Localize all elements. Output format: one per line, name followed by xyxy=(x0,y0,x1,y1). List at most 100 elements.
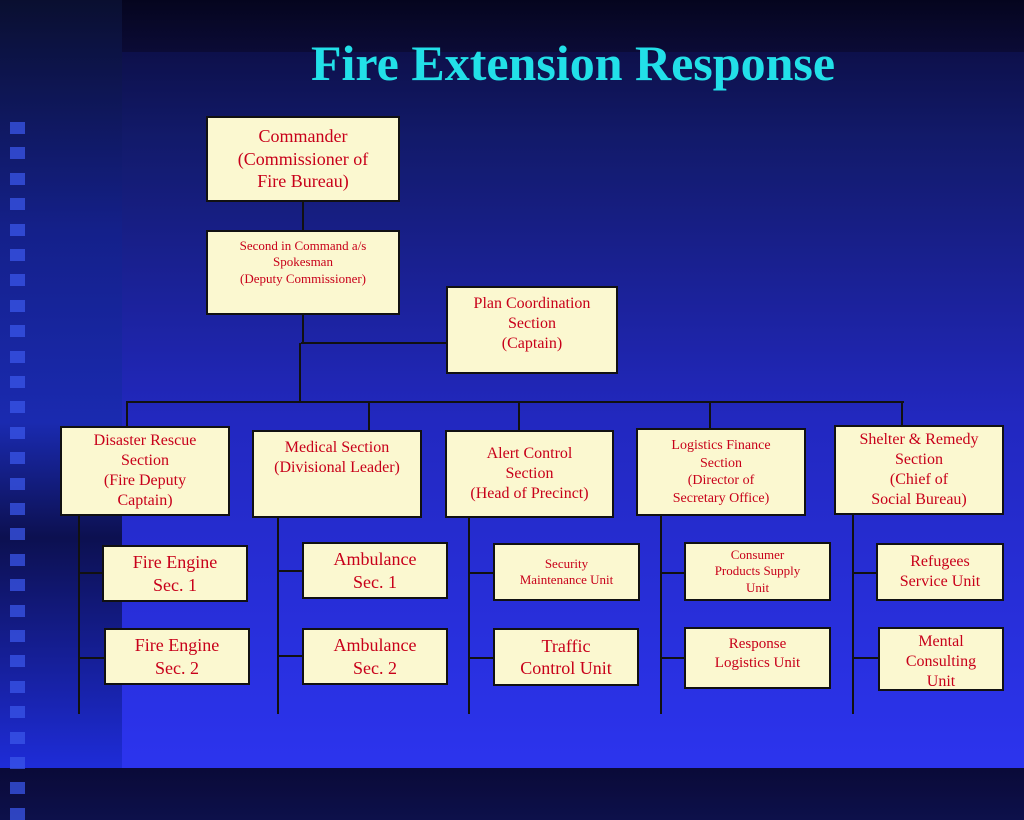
unit-line: Sec. 1 xyxy=(353,571,397,592)
commander-line-3: Fire Bureau) xyxy=(257,171,349,192)
unit-line: Consulting xyxy=(905,653,977,670)
decorative-square xyxy=(10,528,25,541)
unit-line: Mental xyxy=(918,633,964,650)
line-trunk xyxy=(302,314,304,344)
section-label-line: Section xyxy=(505,465,554,482)
spine-shelter xyxy=(852,513,854,714)
tick-shelter-1 xyxy=(852,572,878,574)
second-line-2: Spokesman xyxy=(273,254,333,270)
section-label-line: (Divisional Leader) xyxy=(274,459,400,476)
spine-medical xyxy=(277,516,279,714)
decorative-square xyxy=(10,706,25,719)
unit-line: Sec. 2 xyxy=(154,657,199,678)
tick-rescue-1 xyxy=(78,572,104,574)
unit-line: Unit xyxy=(926,673,956,690)
plan-line-1: Plan Coordination xyxy=(473,295,591,312)
section-label-line: Logistics Finance xyxy=(671,438,771,453)
drop-medical xyxy=(368,401,370,431)
section-label-line: Social Bureau) xyxy=(871,491,967,508)
section-disaster-rescue: Disaster Rescue Section (Fire Deputy Cap… xyxy=(60,426,230,516)
unit-line: Traffic xyxy=(541,635,591,656)
unit-line: Fire Engine xyxy=(132,552,218,572)
unit-line: Sec. 2 xyxy=(353,657,397,678)
decorative-square xyxy=(10,731,25,744)
line-trunk-lower xyxy=(299,343,301,403)
spine-logistics xyxy=(660,514,662,714)
section-label-line: Captain) xyxy=(117,492,173,509)
decorative-square xyxy=(10,630,25,642)
section-label-line: Disaster Rescue xyxy=(93,432,197,449)
tick-medical-1 xyxy=(277,570,304,572)
top-decorative-band xyxy=(122,0,1024,52)
decorative-square xyxy=(10,426,25,439)
unit-line: Service Unit xyxy=(899,573,981,590)
drop-disaster-rescue xyxy=(126,401,128,428)
decorative-square xyxy=(10,655,25,668)
spine-disaster-rescue xyxy=(78,514,80,714)
decorative-square xyxy=(10,198,25,211)
decorative-square xyxy=(10,452,25,465)
unit-line: Unit xyxy=(745,579,770,595)
unit-line: Sec. 1 xyxy=(152,574,197,595)
section-label-line: Medical Section xyxy=(284,439,390,456)
decorative-square xyxy=(10,299,25,312)
decorative-square xyxy=(10,757,25,769)
section-label-line: Section xyxy=(895,451,943,468)
line-to-plan xyxy=(301,342,448,344)
tick-medical-2 xyxy=(277,655,304,657)
decorative-square xyxy=(10,680,25,693)
line-horizontal-bus xyxy=(126,401,904,403)
commander-line-1: Commander xyxy=(258,126,348,147)
tick-alert-2 xyxy=(468,657,495,659)
section-label-line: Section xyxy=(700,455,742,471)
unit-line: Fire Engine xyxy=(134,635,220,655)
decorative-square xyxy=(10,122,25,134)
section-alert-control: Alert Control Section (Head of Precinct) xyxy=(445,430,614,518)
section-medical: Medical Section (Divisional Leader) xyxy=(252,430,422,518)
unit-line: Maintenance Unit xyxy=(519,572,614,587)
section-label-line: (Director of xyxy=(687,473,755,488)
commander-box: Commander (Commissioner of Fire Bureau) xyxy=(206,116,400,202)
tick-rescue-2 xyxy=(78,657,106,659)
unit-line: Security xyxy=(544,555,589,571)
section-label-line: (Head of Precinct) xyxy=(470,485,589,502)
second-line-3: (Deputy Commissioner) xyxy=(239,270,366,286)
slide-title: Fire Extension Response xyxy=(310,35,836,91)
section-shelter-remedy: Shelter & Remedy Section (Chief of Socia… xyxy=(834,425,1004,515)
decorative-square xyxy=(10,604,25,617)
unit-line: Ambulance xyxy=(333,549,417,569)
plan-coordination-box: Plan Coordination Section (Captain) xyxy=(446,286,618,374)
unit-line: Response xyxy=(728,636,787,652)
decorative-square xyxy=(10,477,25,490)
second-in-command-box: Second in Command a/s Spokesman (Deputy … xyxy=(206,230,400,315)
section-label-line: Alert Control xyxy=(486,445,573,462)
decorative-square xyxy=(10,376,25,388)
tick-alert-1 xyxy=(468,572,495,574)
section-label-line: (Fire Deputy xyxy=(103,472,187,489)
decorative-square xyxy=(10,147,25,160)
decorative-square xyxy=(10,350,25,363)
plan-line-2: Section xyxy=(507,315,556,332)
unit-line: Logistics Unit xyxy=(714,654,801,671)
decorative-square xyxy=(10,274,25,287)
tick-shelter-2 xyxy=(852,657,880,659)
spine-alert-control xyxy=(468,516,470,714)
unit-line: Control Unit xyxy=(520,658,612,678)
unit-line: Consumer xyxy=(730,547,785,563)
tick-logistics-1 xyxy=(660,572,686,574)
decorative-square xyxy=(10,782,25,795)
section-label-line: Secretary Office) xyxy=(672,490,770,506)
section-label-line: Shelter & Remedy xyxy=(859,431,979,448)
decorative-square xyxy=(10,401,25,414)
decorative-square xyxy=(10,223,25,236)
unit-line: Products Supply xyxy=(714,563,801,579)
